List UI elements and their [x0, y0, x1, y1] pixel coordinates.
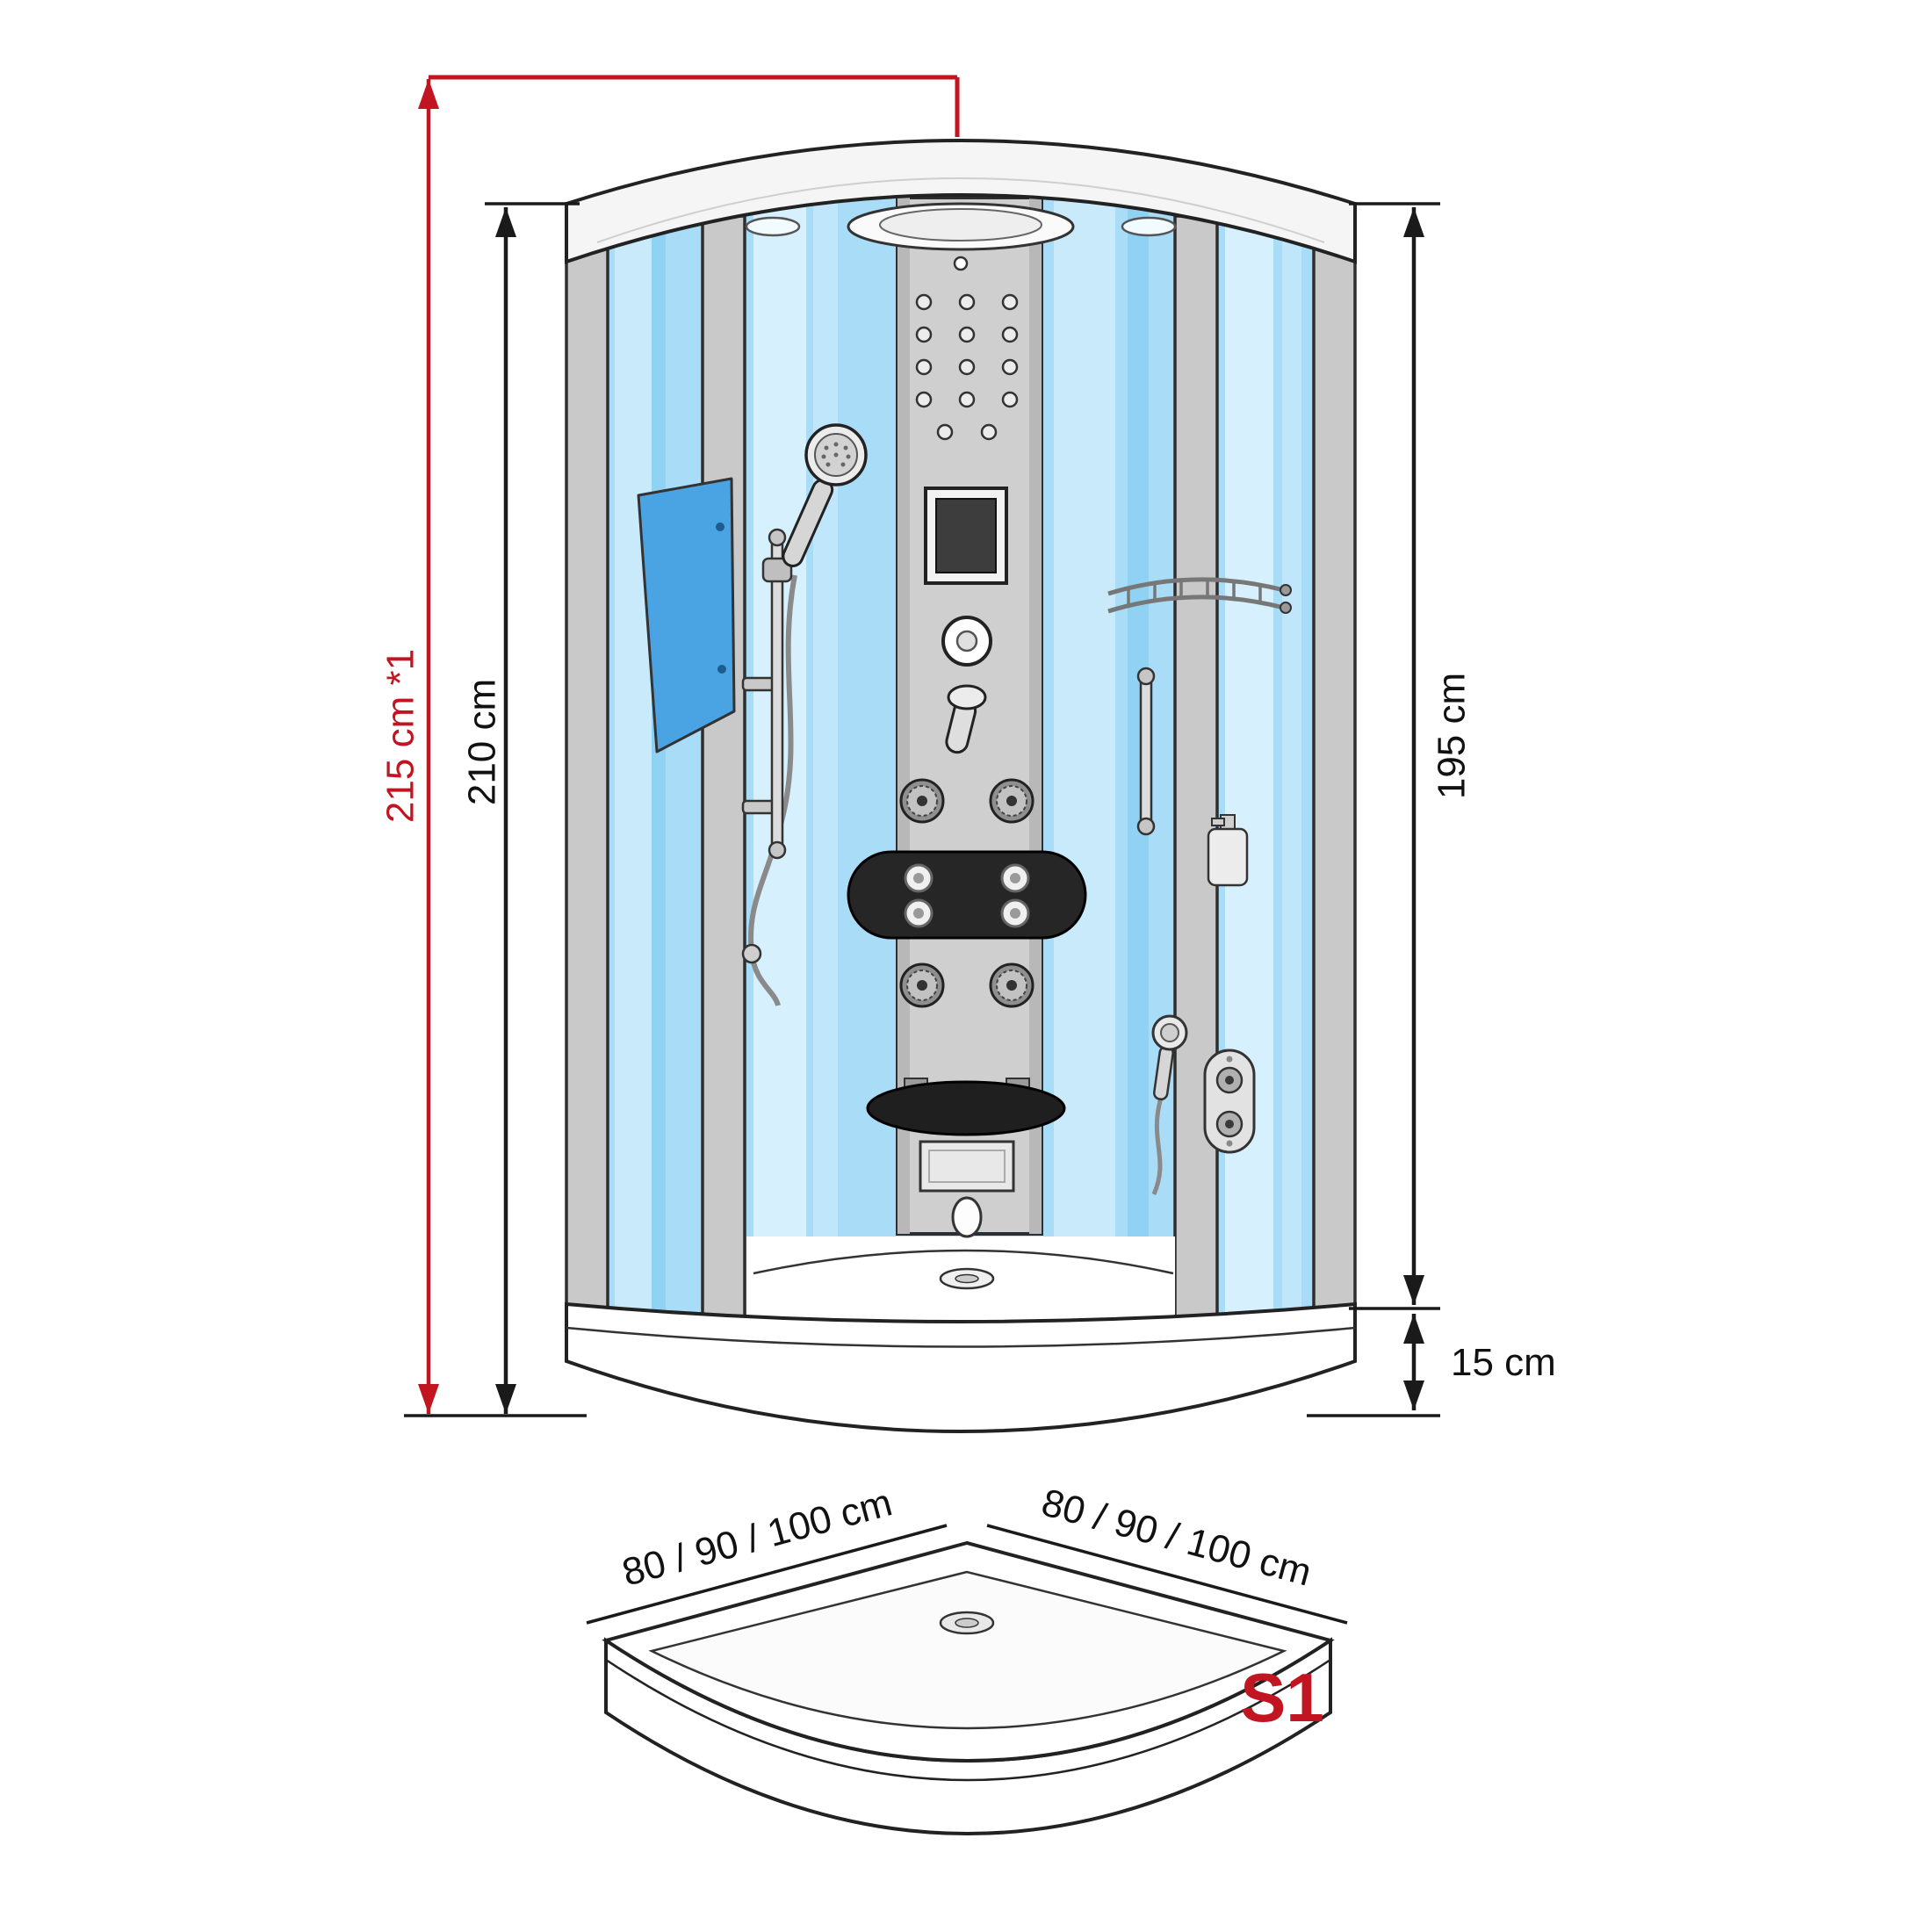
towel [637, 477, 736, 753]
storage-box [919, 1140, 1015, 1193]
tray-floor-contour [753, 1249, 1174, 1275]
hose-hook [741, 943, 762, 964]
frame-post-right-outer [1312, 202, 1357, 1359]
tray-top-view: 80 / 90 / 100 cm 80 / 90 / 100 cm [586, 1481, 1348, 1835]
corner-shelf [1107, 577, 1292, 614]
ceiling-speaker [1121, 216, 1177, 237]
roof-canopy [565, 139, 1357, 271]
cabin-front-view [565, 139, 1357, 1433]
frame-post-right-inner [1173, 214, 1219, 1319]
glass-height-label: 195 cm [1430, 673, 1473, 799]
dimension-glass-height: 195 cm [1349, 202, 1473, 1310]
rail-bracket [741, 799, 776, 815]
body-jet [899, 778, 945, 824]
body-jet [899, 962, 945, 1008]
headrest-jets [904, 863, 1030, 928]
tray-floor [746, 1236, 1175, 1324]
shower-rail [770, 534, 784, 854]
jet-dots-grid [915, 293, 1019, 441]
model-label: S1 [1240, 1659, 1323, 1736]
body-jet [989, 778, 1034, 824]
frame-posts [565, 202, 1357, 1359]
mixer-lever [945, 684, 987, 754]
fold-seat [866, 1078, 1066, 1136]
total-height-label: 215 cm *1 [378, 649, 422, 823]
dimension-tray-height: 15 cm [1307, 1314, 1556, 1417]
cabin-height-label: 210 cm [460, 679, 503, 805]
rain-shower-head [847, 202, 1075, 271]
hand-shower-head [804, 423, 868, 487]
frame-post-left-inner [701, 214, 746, 1319]
display-screen [924, 487, 1008, 585]
rail-bracket [741, 676, 776, 692]
frame-post-left-outer [565, 202, 609, 1359]
control-column [847, 196, 1087, 1238]
headrest [847, 850, 1087, 940]
jet-control-panel [1203, 1049, 1256, 1154]
glass-reflections [615, 195, 1301, 1322]
hand-shower-assembly [741, 423, 868, 1006]
massage-jets [899, 778, 1034, 1008]
aux-hand-shower [1151, 1014, 1188, 1195]
body-jet [989, 962, 1034, 1008]
ceiling-speaker [745, 216, 801, 237]
control-knob [941, 616, 992, 667]
dimension-total-height: 215 cm *1 [378, 75, 960, 1414]
soap-dispenser [1207, 814, 1249, 887]
rail-slider [761, 557, 793, 583]
tray-front [565, 1301, 1357, 1433]
tray-height-label: 15 cm [1451, 1341, 1556, 1384]
dimension-cabin-height: 210 cm [404, 202, 587, 1417]
tray-rim-inner [648, 1570, 1287, 1730]
column-drain [951, 1196, 983, 1238]
grab-bar [1136, 667, 1156, 836]
glass-panels [565, 193, 1357, 1323]
